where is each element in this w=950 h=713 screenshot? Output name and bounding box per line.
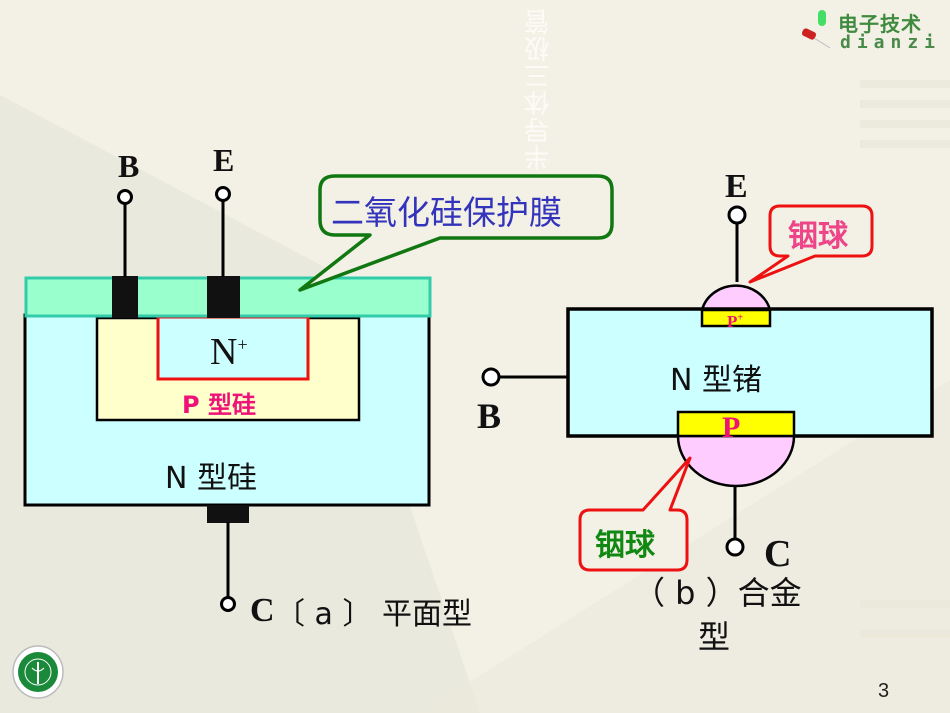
n-silicon-label: N 型硅	[165, 461, 257, 496]
collector-terminal-b	[725, 537, 745, 557]
base-label-b: B	[477, 396, 502, 436]
p-plus-main: P	[727, 312, 738, 331]
base-terminal	[117, 189, 133, 205]
logo: 电子技术 dianzi	[800, 6, 950, 58]
base-label-a: B	[118, 148, 140, 184]
p-layer-label: P	[722, 411, 741, 444]
page-number: 3	[878, 680, 890, 702]
emitter-terminal-b	[727, 205, 747, 225]
n-germanium-label: N 型锗	[670, 363, 762, 398]
p-silicon-label: P 型硅	[182, 391, 256, 419]
indium-top-callout-bubble	[748, 204, 874, 284]
indium-ball-bottom	[676, 434, 796, 488]
logo-english: dianzi	[840, 32, 942, 53]
collector-label-b: C	[764, 533, 792, 575]
collector-contact	[207, 505, 249, 523]
base-terminal-b	[481, 367, 501, 387]
p-plus-layer	[700, 308, 772, 328]
led-icon	[801, 10, 831, 49]
emitter-label-b: E	[725, 168, 748, 205]
p-plus-sup: +	[737, 312, 744, 324]
oxide-callout-bubble	[298, 174, 614, 292]
base-contact	[112, 276, 138, 318]
emitter-label-a: E	[213, 142, 235, 178]
logo-chinese: 电子技术	[838, 12, 922, 36]
caption-b-line1: （ b ）合金	[633, 574, 802, 612]
caption-a: 〔 a 〕 平面型	[275, 597, 472, 632]
collector-label-a: C	[250, 592, 275, 629]
n-plus-main: N	[210, 331, 238, 373]
n-plus-label: N+	[210, 330, 248, 374]
p-layer	[676, 410, 796, 438]
emitter-contact	[207, 276, 240, 318]
caption-b-line2: 型	[698, 618, 731, 656]
p-plus-label: P+	[727, 312, 743, 332]
indium-ball-top	[700, 284, 772, 312]
collector-terminal	[220, 596, 236, 612]
university-emblem-icon	[12, 645, 64, 699]
indium-bottom-callout-text: 铟球	[595, 528, 655, 563]
n-plus-region	[156, 315, 310, 381]
n-plus-sup: +	[237, 334, 248, 355]
indium-top-callout-text: 铟球	[788, 219, 848, 254]
emitter-terminal	[215, 186, 231, 202]
indium-bottom-callout-bubble	[578, 456, 692, 572]
oxide-callout-text: 二氧化硅保护膜	[331, 193, 562, 232]
